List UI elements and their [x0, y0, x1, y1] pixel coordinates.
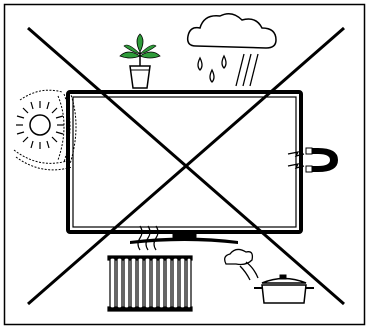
radiator-icon — [108, 256, 192, 311]
